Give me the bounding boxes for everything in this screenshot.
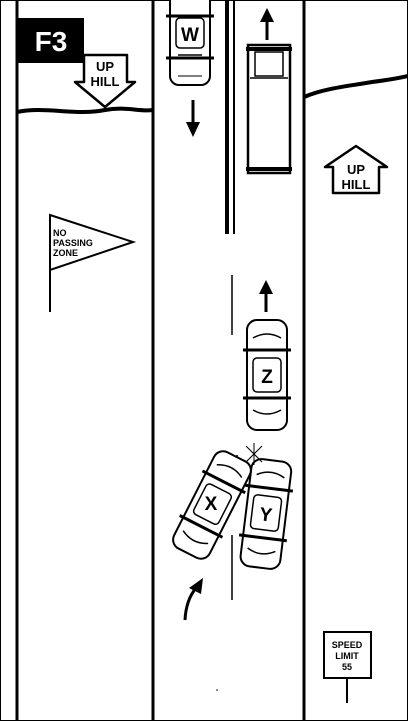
speed-limit-line1: SPEED [332, 640, 363, 650]
road-debris-dot [216, 689, 218, 691]
no-passing-line3: ZONE [53, 248, 78, 258]
vehicle-x-label: X [205, 494, 218, 515]
uphill-right-line1: UP [347, 162, 365, 177]
no-passing-line2: PASSING [53, 238, 93, 248]
vehicle-w-label: W [181, 25, 199, 46]
speed-limit-line2: LIMIT [335, 651, 359, 661]
figure-label-badge: F3 [18, 18, 84, 63]
speed-limit-line3: 55 [342, 662, 352, 672]
uphill-left-line1: UP [96, 59, 114, 74]
vehicle-truck [246, 45, 292, 173]
uphill-left-line2: HILL [91, 74, 120, 89]
vehicle-w: W [166, 0, 214, 85]
uphill-right-line2: HILL [342, 177, 371, 192]
no-passing-line1: NO [53, 228, 67, 238]
vehicle-z-label: Z [261, 367, 273, 388]
vehicle-z: Z [243, 320, 291, 430]
figure-label-text: F3 [35, 26, 68, 57]
